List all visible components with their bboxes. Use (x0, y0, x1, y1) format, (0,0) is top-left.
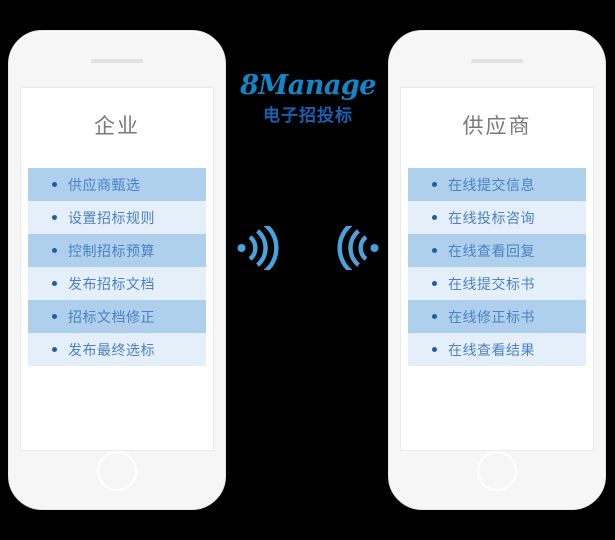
bullet-icon (432, 314, 437, 319)
phone-screen-left: 企业 供应商甄选 设置招标规则 控制招标预算 发布招标文档 (20, 87, 214, 451)
list-item[interactable]: 招标文档修正 (28, 300, 206, 333)
brand-logo-text: 8Manage (240, 70, 376, 101)
home-button[interactable] (477, 451, 517, 491)
brand-logo-block: 8Manage 电子招投标 (228, 72, 388, 124)
list-item-label: 发布最终选标 (68, 341, 155, 358)
list-item-label: 在线投标咨询 (448, 209, 535, 226)
list-item[interactable]: 在线修正标书 (408, 300, 586, 333)
bullet-icon (432, 248, 437, 253)
bullet-icon (52, 182, 57, 187)
list-item[interactable]: 在线提交标书 (408, 267, 586, 300)
bullet-icon (52, 281, 57, 286)
home-button[interactable] (97, 451, 137, 491)
feature-list-enterprise: 供应商甄选 设置招标规则 控制招标预算 发布招标文档 招标文档修正 (28, 168, 206, 366)
bullet-icon (432, 281, 437, 286)
phone-screen-right: 供应商 在线提交信息 在线投标咨询 在线查看回复 在线提交标书 (400, 87, 594, 451)
phone-right-supplier: 供应商 在线提交信息 在线投标咨询 在线查看回复 在线提交标书 (388, 30, 606, 510)
bullet-icon (432, 182, 437, 187)
signal-icons-group (228, 226, 388, 270)
bullet-icon (52, 314, 57, 319)
screen-title-enterprise: 企业 (94, 115, 140, 138)
list-item[interactable]: 在线投标咨询 (408, 201, 586, 234)
list-item[interactable]: 发布最终选标 (28, 333, 206, 366)
bullet-icon (52, 347, 57, 352)
list-item-label: 招标文档修正 (68, 308, 155, 325)
screen-title-supplier: 供应商 (462, 115, 532, 138)
list-item[interactable]: 设置招标规则 (28, 201, 206, 234)
list-item[interactable]: 在线提交信息 (408, 168, 586, 201)
phone-left-enterprise: 企业 供应商甄选 设置招标规则 控制招标预算 发布招标文档 (8, 30, 226, 510)
list-item-label: 设置招标规则 (68, 209, 155, 226)
list-item-label: 在线提交信息 (448, 176, 535, 193)
bullet-icon (52, 248, 57, 253)
phone-speaker-icon (91, 59, 143, 63)
list-item-label: 在线修正标书 (448, 308, 535, 325)
list-item-label: 供应商甄选 (68, 176, 141, 193)
signal-broadcast-left-icon (336, 226, 380, 270)
signal-broadcast-right-icon (236, 226, 280, 270)
bullet-icon (52, 215, 57, 220)
list-item[interactable]: 发布招标文档 (28, 267, 206, 300)
list-item-label: 在线查看回复 (448, 242, 535, 259)
list-item[interactable]: 控制招标预算 (28, 234, 206, 267)
brand-subtitle: 电子招投标 (263, 106, 353, 125)
list-item[interactable]: 在线查看回复 (408, 234, 586, 267)
bullet-icon (432, 347, 437, 352)
list-item-label: 发布招标文档 (68, 275, 155, 292)
phone-speaker-icon (471, 59, 523, 63)
list-item-label: 在线查看结果 (448, 341, 535, 358)
bullet-icon (432, 215, 437, 220)
list-item[interactable]: 供应商甄选 (28, 168, 206, 201)
list-item-label: 在线提交标书 (448, 275, 535, 292)
center-branding: 8Manage 电子招投标 (228, 0, 388, 540)
feature-list-supplier: 在线提交信息 在线投标咨询 在线查看回复 在线提交标书 在线修正标书 (408, 168, 586, 366)
list-item-label: 控制招标预算 (68, 242, 155, 259)
list-item[interactable]: 在线查看结果 (408, 333, 586, 366)
